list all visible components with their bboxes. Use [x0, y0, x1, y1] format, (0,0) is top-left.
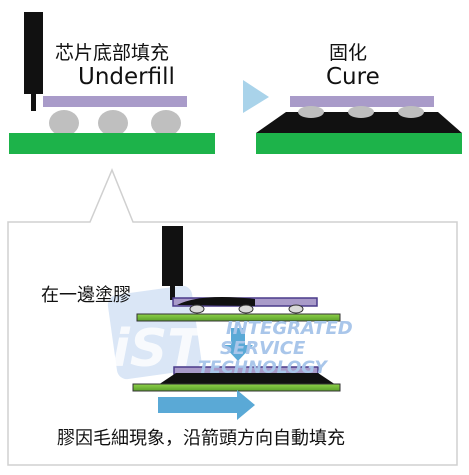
underfill-step: [9, 12, 215, 154]
watermark-line1: INTEGRATED: [226, 318, 353, 339]
dispenser-needle-body: [24, 12, 43, 94]
ist-watermark-logo: iST: [107, 285, 206, 380]
flip-chip-die: [43, 96, 187, 107]
dispenser-needle-tip: [31, 94, 36, 111]
watermark-line2: SERVICE: [220, 338, 306, 359]
solder-bump: [189, 304, 205, 314]
substrate-board: [136, 313, 341, 322]
dispense-label: 在一邊塗膠: [41, 285, 131, 306]
underfill-title-en: Underfill: [78, 64, 175, 90]
solder-bump: [49, 110, 79, 136]
dispenser-needle-tip: [170, 286, 175, 300]
down-arrow-icon: [223, 328, 253, 361]
substrate-board: [256, 133, 462, 154]
cure-title-zh: 固化: [329, 42, 368, 64]
capillary-caption: 膠因毛細現象，沿箭頭方向自動填充: [57, 428, 345, 449]
solder-bump: [238, 304, 254, 314]
dispenser-needle-body: [162, 226, 183, 286]
flip-chip-die: [290, 96, 434, 107]
solder-bump: [98, 110, 128, 136]
underfill-bead: [177, 297, 255, 306]
flow-direction-arrow-icon: [158, 390, 255, 420]
underfill-title-zh: 芯片底部填充: [55, 42, 170, 64]
solder-bump: [398, 106, 424, 118]
watermark-line3: TECHNOLOGY: [198, 358, 327, 378]
substrate-board: [9, 133, 215, 154]
cure-step: [256, 96, 462, 154]
step-arrow-icon: [243, 80, 269, 113]
substrate-board: [132, 383, 341, 392]
solder-bump: [298, 106, 324, 118]
solder-bump: [288, 304, 304, 314]
solder-bump: [151, 110, 181, 136]
filled-underfill: [158, 373, 336, 385]
solder-bump: [348, 106, 374, 118]
cure-title-en: Cure: [326, 64, 380, 90]
